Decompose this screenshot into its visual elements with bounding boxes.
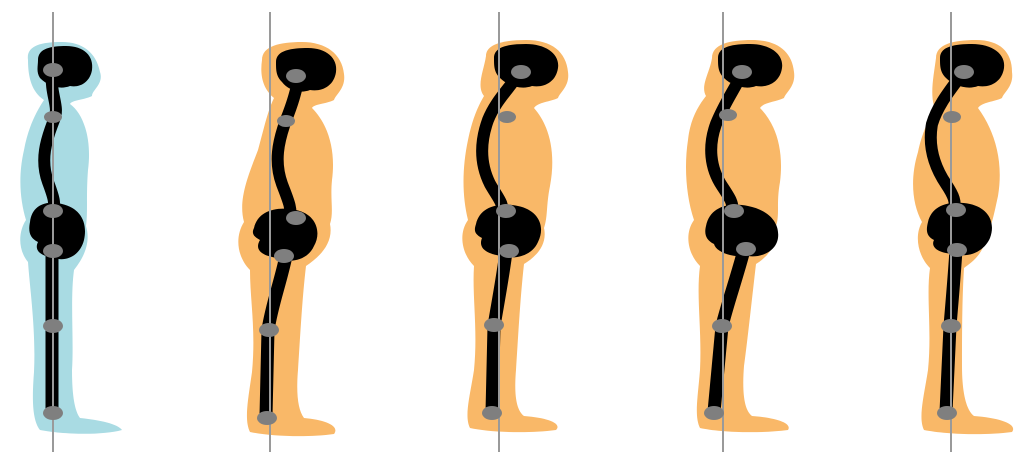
figure-2-knee-joint xyxy=(259,323,279,337)
figure-3-skull xyxy=(494,44,558,88)
figure-2-tibia xyxy=(266,330,268,416)
figure-2-hip-joint xyxy=(286,211,306,225)
figure-1-neck-joint xyxy=(44,111,62,123)
figure-1-hip-joint xyxy=(43,204,63,218)
figure-5-knee-upper-joint xyxy=(947,243,967,257)
figure-4 xyxy=(686,12,794,452)
figure-4-knee-upper-joint xyxy=(736,242,756,256)
figure-1-knee-joint xyxy=(43,319,63,333)
figure-1 xyxy=(20,12,122,452)
figure-5-neck-joint xyxy=(943,111,961,123)
figure-4-skull xyxy=(718,44,782,88)
figure-3 xyxy=(462,12,568,452)
figure-3-hip-joint xyxy=(496,204,516,218)
figure-5-ankle-joint xyxy=(937,406,957,420)
figure-4-ankle-joint xyxy=(704,406,724,420)
figure-3-knee-upper-joint xyxy=(499,244,519,258)
figure-5-tibia xyxy=(946,326,950,412)
figure-3-knee-joint xyxy=(484,318,504,332)
figure-4-neck-joint xyxy=(719,109,737,121)
figure-2-neck-joint xyxy=(277,115,295,127)
figure-2-head-joint xyxy=(286,69,306,83)
figure-2 xyxy=(238,12,344,452)
figure-5-head-joint xyxy=(954,65,974,79)
figure-1-head-joint xyxy=(43,63,63,77)
figure-5-hip-joint xyxy=(946,203,966,217)
figure-2-skull xyxy=(276,48,336,92)
figure-2-ankle-joint xyxy=(257,411,277,425)
figure-4-hip-joint xyxy=(724,204,744,218)
figure-1-knee-upper-joint xyxy=(43,244,63,258)
figure-4-head-joint xyxy=(732,65,752,79)
figure-3-ankle-joint xyxy=(482,406,502,420)
figure-5 xyxy=(913,12,1013,452)
figure-5-knee-joint xyxy=(941,319,961,333)
figure-2-knee-upper-joint xyxy=(274,249,294,263)
figure-3-tibia xyxy=(492,326,494,412)
figure-4-knee-joint xyxy=(712,319,732,333)
figure-3-head-joint xyxy=(511,65,531,79)
figure-4-tibia xyxy=(714,326,722,412)
figure-3-neck-joint xyxy=(498,111,516,123)
figure-1-ankle-joint xyxy=(43,406,63,420)
figure-5-skull xyxy=(940,44,1004,88)
